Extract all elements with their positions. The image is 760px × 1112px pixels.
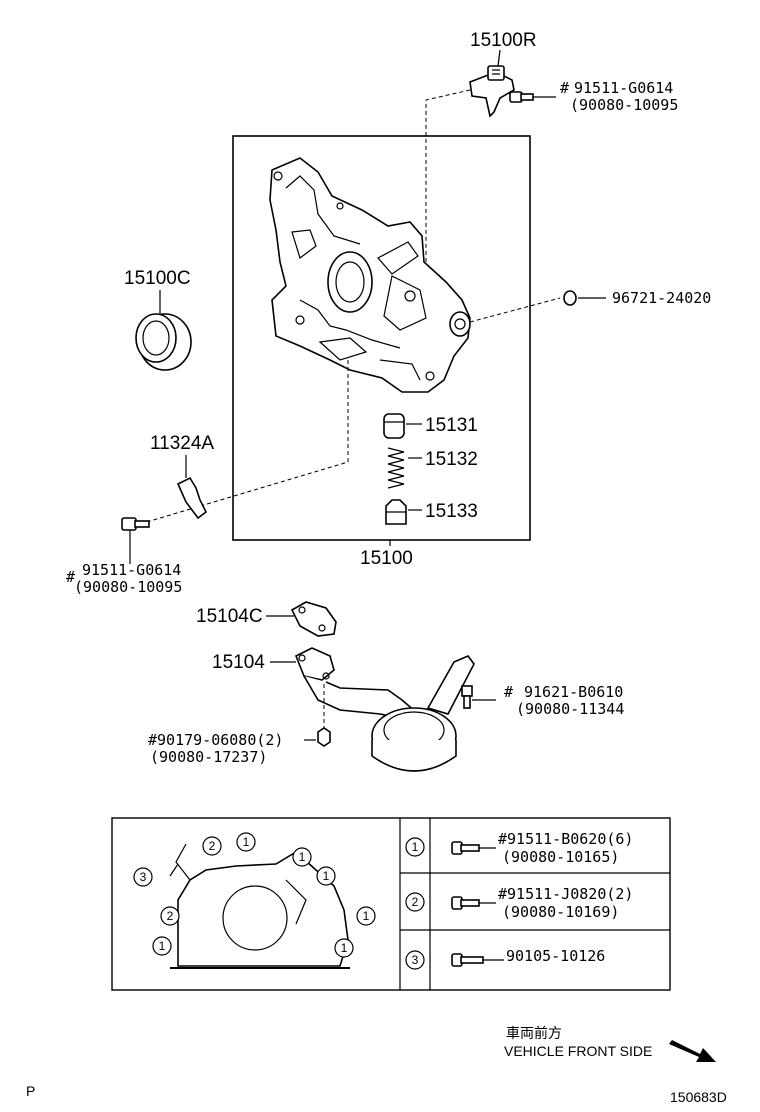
legend-row-2: 2 #91511-J0820(2) (90080-10169) xyxy=(405,885,633,921)
label-bolt-left-a: 91511-G0614 xyxy=(82,561,181,579)
gasket-15104C xyxy=(290,601,337,637)
legend-row-3: 3 90105-10126 xyxy=(405,947,605,970)
legend-3-part-a: 90105-10126 xyxy=(506,947,605,965)
direction-label-en: VEHICLE FRONT SIDE xyxy=(504,1043,652,1059)
bolt-3-icon xyxy=(451,953,484,967)
legend-1-part-b: (90080-10165) xyxy=(502,848,619,866)
timing-cover-sketch xyxy=(169,843,350,969)
legend-key-3: 3 xyxy=(412,953,419,967)
legend-key-2: 2 xyxy=(412,895,419,909)
direction-label-jp: 車両前方 xyxy=(506,1025,562,1042)
oil-strainer-15104 xyxy=(294,647,475,772)
marker-2a: 2 xyxy=(209,839,216,853)
bolt-1-icon xyxy=(451,841,480,855)
label-15100R: 15100R xyxy=(470,30,537,51)
marker-1c: 1 xyxy=(323,869,330,883)
crank-sensor-15100R xyxy=(469,65,515,118)
marker-1e: 1 xyxy=(159,939,166,953)
label-15133: 15133 xyxy=(425,501,478,522)
o-ring-icon xyxy=(563,290,577,306)
hash-mark-right: # xyxy=(504,683,513,701)
label-15132: 15132 xyxy=(425,449,478,470)
legend-key-1: 1 xyxy=(412,840,419,854)
legend-1-part-a: #91511-B0620(6) xyxy=(498,830,633,848)
bolt-right-icon xyxy=(461,685,473,709)
oil-seal-15100C xyxy=(135,313,192,371)
marker-1b: 1 xyxy=(299,850,306,864)
bolt-top-icon xyxy=(509,91,556,103)
relief-valve-15131 xyxy=(383,413,405,439)
legend-2-part-b: (90080-10169) xyxy=(502,903,619,921)
hash-mark-top: # xyxy=(560,79,569,97)
bolt-left-icon xyxy=(121,517,150,531)
front-direction-arrow-icon xyxy=(669,1040,716,1062)
bracket-11324A xyxy=(176,476,208,520)
spring-15132 xyxy=(387,447,405,489)
label-nut-b: (90080-17237) xyxy=(150,748,267,766)
legend-2-part-a: #91511-J0820(2) xyxy=(498,885,633,903)
label-bolt-right-b: (90080-11344 xyxy=(516,700,624,718)
label-15100C: 15100C xyxy=(124,268,191,289)
marker-3: 3 xyxy=(140,870,147,884)
label-11324A: 11324A xyxy=(150,433,214,454)
marker-1a: 1 xyxy=(243,835,250,849)
page-mark: P xyxy=(26,1083,35,1099)
label-15104C: 15104C xyxy=(196,606,263,627)
marker-1d: 1 xyxy=(363,909,370,923)
oil-pump-body xyxy=(269,157,471,393)
label-bolt-left-b: (90080-10095 xyxy=(74,578,182,596)
plug-15133 xyxy=(385,499,407,525)
marker-2b: 2 xyxy=(167,909,174,923)
hash-mark-left: # xyxy=(66,568,75,586)
label-bolt-top-a: 91511-G0614 xyxy=(574,79,673,97)
label-bolt-right-a: 91621-B0610 xyxy=(524,683,623,701)
bolt-2-icon xyxy=(451,896,480,910)
label-nut-a: #90179-06080(2) xyxy=(148,731,283,749)
label-15131: 15131 xyxy=(425,415,478,436)
label-96721: 96721-24020 xyxy=(612,289,711,307)
label-15100: 15100 xyxy=(360,548,413,569)
figure-code: 150683D xyxy=(670,1089,727,1105)
label-15104: 15104 xyxy=(212,652,265,673)
oil-pump-assembly-box xyxy=(232,135,531,541)
label-bolt-top-b: (90080-10095 xyxy=(570,96,678,114)
bolt-legend-table xyxy=(111,817,671,991)
nut-icon xyxy=(317,727,331,747)
position-markers: 3 2 1 1 1 2 1 1 1 xyxy=(133,832,376,958)
legend-row-1: 1 #91511-B0620(6) (90080-10165) xyxy=(405,830,633,866)
marker-1f: 1 xyxy=(341,941,348,955)
